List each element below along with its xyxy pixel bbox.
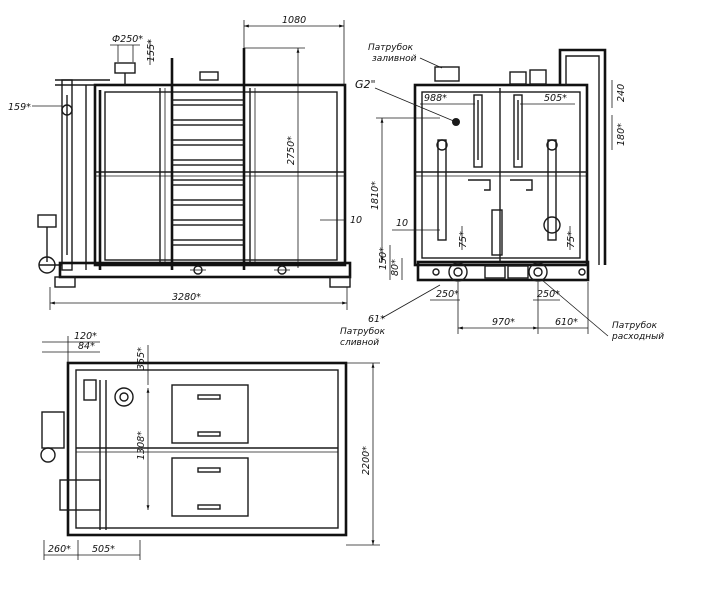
dim-h1308: 1308* <box>136 431 147 460</box>
filler-neck <box>114 62 136 74</box>
label-drain-2: сливной <box>340 338 379 348</box>
plan-view: 120* 84* 355* 1308* 2200* 260* 505* <box>40 331 380 560</box>
level-column-right <box>547 139 557 241</box>
dim-h2750: 2750* <box>286 136 297 165</box>
dim-w505: 505* <box>544 93 567 104</box>
supply-nozzle <box>528 262 548 282</box>
left-valve <box>37 214 57 228</box>
front-view: Ф250* 155* 1080 2750* 159* 10 3280* <box>8 15 362 310</box>
label-drain-1: Патрубок <box>340 327 386 337</box>
sight-gauge-1 <box>473 94 483 168</box>
dim-h240: 240 <box>616 84 627 102</box>
label-supply-2: расходный <box>611 332 664 342</box>
dim-h75a: 75* <box>458 231 469 248</box>
dim-w84: 84* <box>78 341 95 352</box>
side-view: Патрубок заливной Патрубок сливной Патру… <box>340 43 664 348</box>
hatch-2 <box>171 457 249 517</box>
label-inlet-1: Патрубок <box>368 43 414 53</box>
dim-h155: 155* <box>146 39 157 62</box>
front-tank-body <box>93 83 347 267</box>
side-tank-inner <box>421 91 581 259</box>
dim-pipe159: 159* <box>8 102 31 113</box>
dim-w970: 970* <box>492 317 515 328</box>
dim-d250: Ф250* <box>112 34 143 45</box>
plan-fitting <box>114 387 134 407</box>
plan-side-pipe <box>41 411 65 449</box>
ladder-rungs <box>171 99 245 246</box>
dim-h355: 355* <box>136 347 147 370</box>
dim-h180: 180* <box>616 123 627 146</box>
dim-h150: 150* <box>378 247 389 270</box>
dim-t10: 10 <box>350 215 362 226</box>
dim-w120: 120* <box>74 331 97 342</box>
tap-2 <box>510 179 533 191</box>
dim-h1810: 1810* <box>370 181 381 210</box>
float-valve <box>543 216 561 234</box>
level-column-left <box>437 139 447 241</box>
label-supply-1: Патрубок <box>612 321 658 331</box>
dim-t10-side: 10 <box>396 218 408 229</box>
overflow-riser <box>558 48 607 265</box>
dim-w260: 260* <box>48 544 71 555</box>
plan-tank-outline <box>66 361 348 537</box>
plan-tank-inner <box>75 369 339 529</box>
top-hatch <box>199 71 219 81</box>
dim-h80: 80* <box>390 259 401 276</box>
label-inlet-2: заливной <box>372 54 417 64</box>
side-base-frame <box>416 260 590 282</box>
dim-w250a: 250* <box>436 289 459 300</box>
dim-w250b: 250* <box>537 289 560 300</box>
front-base-frame <box>58 261 352 279</box>
hatch-1 <box>171 384 249 444</box>
sight-gauge-2 <box>513 94 523 168</box>
dim-w1080: 1080 <box>282 15 306 26</box>
dim-w610: 610* <box>555 317 578 328</box>
inlet-pipe <box>434 66 460 82</box>
tap-1 <box>468 179 491 191</box>
dim-d61: 61* <box>368 314 385 325</box>
dim-g2: G2" <box>355 78 376 91</box>
dim-h2200: 2200* <box>361 446 372 475</box>
dim-h75b: 75* <box>566 231 577 248</box>
drain-nozzle <box>448 262 468 282</box>
dim-w505-plan: 505* <box>92 544 115 555</box>
dim-w988: 988* <box>424 93 447 104</box>
dim-len3280: 3280* <box>172 292 201 303</box>
side-tank-body <box>413 83 589 267</box>
